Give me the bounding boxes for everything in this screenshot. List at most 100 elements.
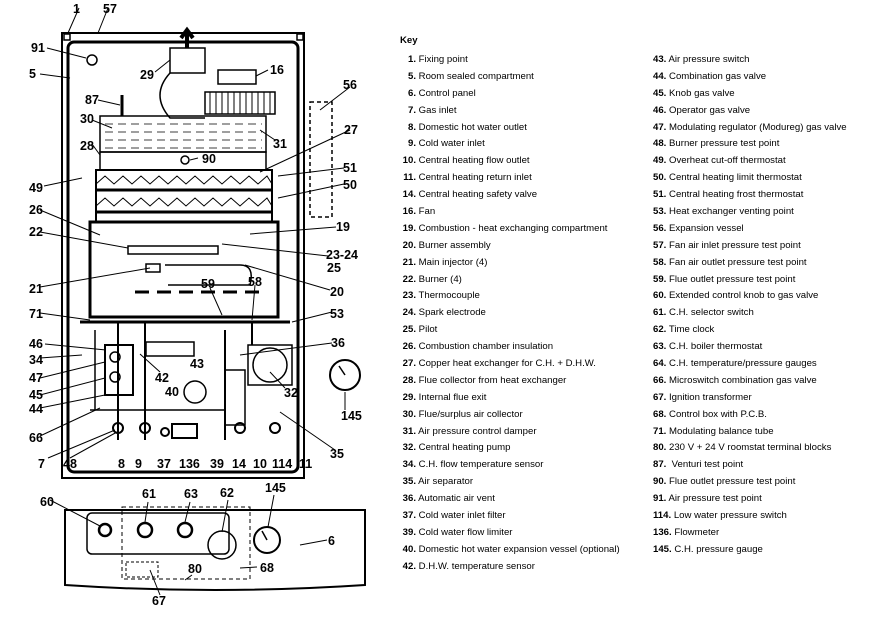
key-item-number: 145. [653, 543, 672, 555]
key-item-number: 11. [403, 172, 416, 184]
key-item-number: 16. [402, 206, 416, 218]
key-item: 5. Room sealed compartment [400, 69, 620, 86]
key-item-number: 48. [653, 138, 667, 150]
callout-label: 45 [29, 388, 43, 402]
key-item-text: Low water pressure switch [673, 510, 787, 522]
key-item: 10. Central heating flow outlet [400, 153, 620, 170]
key-item: 40. Domestic hot water expansion vessel … [400, 542, 620, 559]
key-item: 24. Spark electrode [400, 305, 620, 322]
callout-label: 11 [299, 457, 313, 471]
key-item-text: Automatic air vent [418, 493, 495, 505]
key-item-number: 64. [653, 358, 667, 370]
key-item-number: 6. [407, 87, 416, 99]
panel-callout-label: 60 [40, 495, 54, 509]
key-item: 6. Control panel [400, 86, 620, 103]
callout-label: 20 [330, 285, 344, 299]
key-item-number: 44. [653, 70, 667, 82]
key-item: 90. Flue outlet pressure test point [653, 474, 847, 491]
key-item-number: 66. [653, 374, 667, 386]
callout-label: 58 [248, 275, 262, 289]
key-item: 66. Microswitch combination gas valve [653, 373, 847, 390]
key-item-text: Combination gas valve [669, 70, 767, 82]
callout-label: 40 [165, 385, 179, 399]
key-item-text: C.H. flow temperature sensor [418, 459, 544, 471]
key-item: 68. Control box with P.C.B. [653, 407, 847, 424]
key-item-number: 40. [402, 543, 416, 555]
key-item: 47. Modulating regulator (Modureg) gas v… [653, 120, 847, 137]
key-item: 1. Fixing point [400, 52, 620, 69]
time-clock [207, 530, 237, 560]
callout-label: 145 [341, 409, 362, 423]
key-item-text: Air separator [418, 476, 474, 488]
callout-label: 10 [253, 457, 267, 471]
key-item-text: Internal flue exit [418, 391, 487, 403]
key-item-number: 114. [653, 510, 672, 522]
callout-label: 59 [201, 277, 215, 291]
key-item-number: 43. [653, 54, 667, 65]
key-item: 62. Time clock [653, 322, 847, 339]
key-item-text: Fan [418, 206, 436, 218]
callout-label: 21 [29, 282, 43, 296]
key-item-number: 71. [653, 425, 667, 437]
key-item-number: 14. [402, 189, 416, 201]
key-item-text: Fan air outlet pressure test point [669, 256, 807, 268]
key-item-text: Modulating balance tube [669, 425, 774, 437]
key-item: 64. C.H. temperature/pressure gauges [653, 356, 847, 373]
callout-label: 7 [38, 457, 45, 471]
key-item: 26. Combustion chamber insulation [400, 339, 620, 356]
panel-callout-label: 61 [142, 487, 156, 501]
key-item-number: 58. [653, 256, 667, 268]
key-item-number: 25. [402, 324, 416, 336]
callout-label: 34 [29, 353, 43, 367]
key-item-number: 87. [653, 459, 667, 471]
callout-label: 43 [190, 357, 204, 371]
key-item-text: Central heating flow outlet [418, 155, 530, 167]
callout-label: 91 [31, 41, 45, 55]
control-panel [64, 509, 366, 591]
key-item-text: Burner (4) [418, 273, 462, 285]
key-item: 19. Combustion - heat exchanging compart… [400, 221, 620, 238]
key-item-number: 50. [653, 172, 667, 184]
callout-label: 19 [336, 220, 350, 234]
key-item-text: Control box with P.C.B. [669, 408, 767, 420]
callout-label: 48 [63, 457, 77, 471]
key-item-number: 59. [653, 273, 667, 285]
key-item: 31. Air pressure control damper [400, 424, 620, 441]
panel-callout-label: 63 [184, 487, 198, 501]
key-item-number: 39. [402, 526, 416, 538]
key-item-text: Combustion - heat exchanging compartment [418, 222, 608, 234]
callout-label: 32 [284, 386, 298, 400]
panel-pressure-gauge [253, 526, 281, 554]
air-pressure-switch [145, 341, 195, 357]
key-item-number: 53. [653, 206, 667, 218]
callout-label: 136 [179, 457, 200, 471]
key-item-number: 57. [653, 239, 667, 251]
key-item-number: 30. [402, 408, 416, 420]
callout-label: 56 [343, 78, 357, 92]
dhw-expansion-vessel [183, 380, 207, 404]
key-item: 56. Expansion vessel [653, 221, 847, 238]
key-item-number: 45. [653, 87, 667, 99]
burner-assembly [165, 264, 252, 286]
key-item-number: 23. [402, 290, 416, 302]
flue-outlet-test-point [180, 155, 190, 165]
key-item: 63. C.H. boiler thermostat [653, 339, 847, 356]
key-item-number: 68. [653, 408, 667, 420]
key-item: 23. Thermocouple [400, 288, 620, 305]
key-item-text: Operator gas valve [669, 104, 751, 116]
key-item-number: 24. [402, 307, 416, 319]
key-item-text: Ignition transformer [669, 391, 752, 403]
flue-collector [99, 151, 267, 171]
key-item-text: Time clock [668, 324, 715, 336]
callout-label: 87 [85, 93, 99, 107]
key-item: 48. Burner pressure test point [653, 136, 847, 153]
callout-label: 47 [29, 371, 43, 385]
key-item-text: Central heating pump [418, 442, 511, 454]
key-item: 21. Main injector (4) [400, 255, 620, 272]
key-item-text: Cold water flow limiter [418, 526, 513, 538]
callout-label: 49 [29, 181, 43, 195]
panel-callout-label: 145 [265, 481, 286, 495]
key-item-number: 29. [402, 391, 416, 403]
key-item: 136. Flowmeter [653, 525, 847, 542]
